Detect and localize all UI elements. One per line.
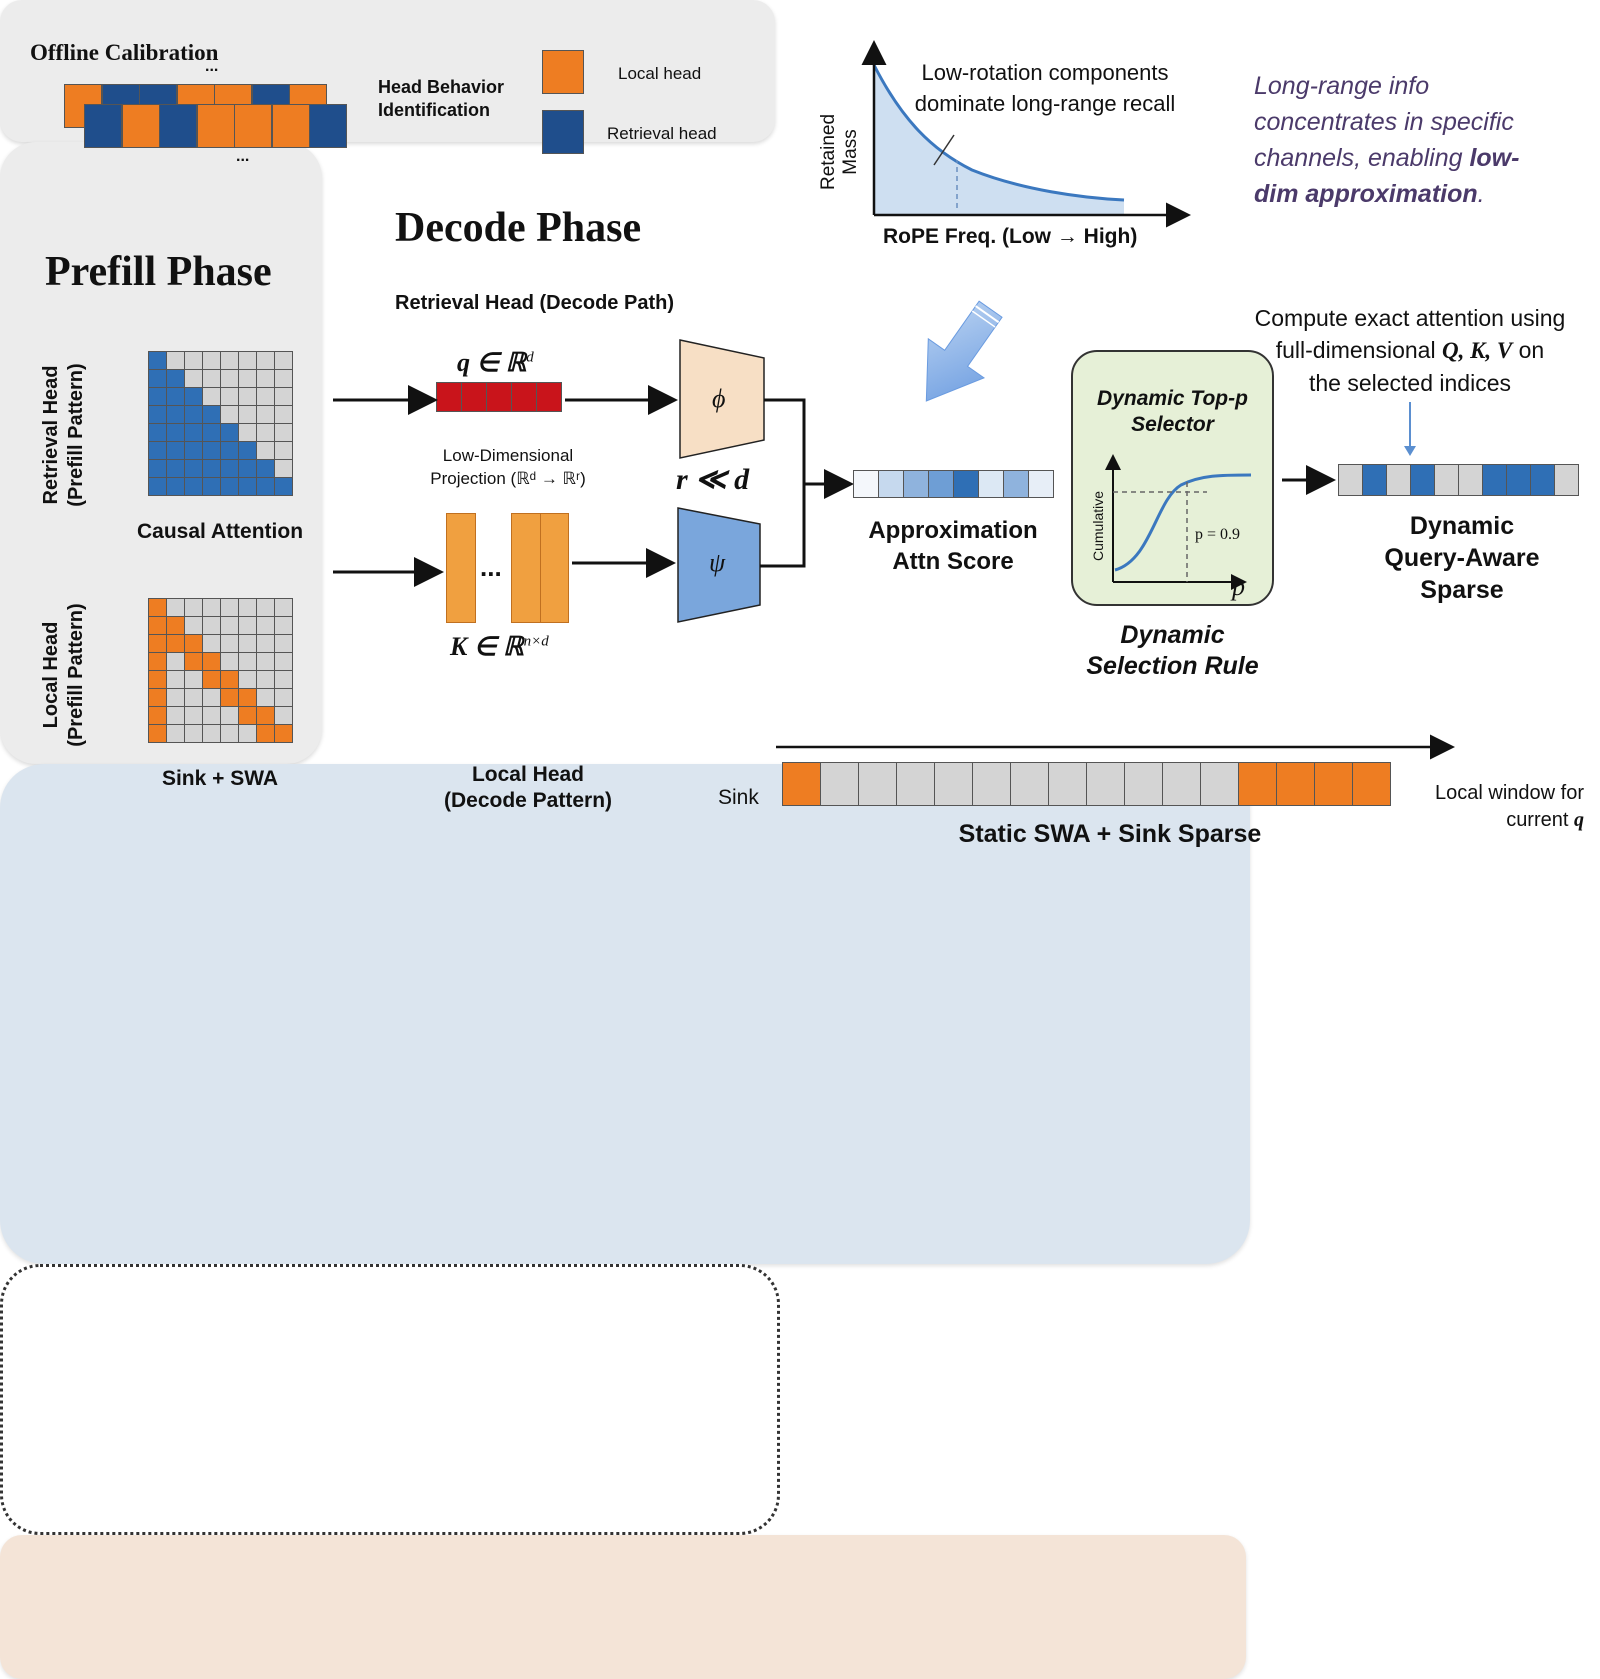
front-token-cell xyxy=(234,104,272,148)
front-token-cell xyxy=(84,104,122,148)
retrieval-head-legend-swatch xyxy=(542,110,584,154)
local-token-cell xyxy=(896,762,935,806)
approx-score-cell xyxy=(903,470,929,498)
insight-note: Long-range info concentrates in specific… xyxy=(1254,72,1520,208)
front-token-cell xyxy=(309,104,347,148)
offline-calibration-title: Offline Calibration xyxy=(30,40,219,65)
dots-top: ... xyxy=(205,58,219,75)
local-token-cell xyxy=(1162,762,1201,806)
front-token-cell xyxy=(196,104,235,148)
k-matrix-columns xyxy=(511,513,569,623)
merge-lines xyxy=(760,398,806,568)
causal-attention-grid xyxy=(148,351,293,497)
sparse-cell xyxy=(1530,464,1555,496)
local-token-cell xyxy=(1010,762,1049,806)
prefill-phase-title: Prefill Phase xyxy=(45,249,272,295)
sparse-cell xyxy=(1434,464,1459,496)
top-p-selector-title: Dynamic Top-p Selector xyxy=(1097,387,1248,436)
approx-score-cell xyxy=(1028,470,1054,498)
dynamic-sparse-vector xyxy=(1338,464,1579,496)
approx-score-vector xyxy=(853,470,1054,498)
causal-attention-label: Causal Attention xyxy=(136,520,304,543)
selector-xlabel: p xyxy=(1232,572,1245,601)
approx-score-cell xyxy=(853,470,879,498)
swa-cell xyxy=(274,724,293,743)
sparse-cell xyxy=(1458,464,1483,496)
selector-p-value: p = 0.9 xyxy=(1195,526,1241,543)
r-much-less-d: r ≪ d xyxy=(676,463,750,496)
compute-exact-text: Compute exact attention using full-dimen… xyxy=(1254,305,1566,396)
local-token-cell xyxy=(1200,762,1239,806)
sink-swa-grid xyxy=(148,598,293,744)
local-head-legend-swatch xyxy=(542,50,584,94)
sparse-cell xyxy=(1386,464,1411,496)
top-p-selector-box xyxy=(1071,350,1274,606)
rope-ylabel: Retained Mass xyxy=(818,113,861,191)
sparse-cell xyxy=(1554,464,1579,496)
local-token-cell xyxy=(782,762,821,806)
retrieval-head-legend-label: Retrieval head xyxy=(607,124,717,143)
local-window-label: Local window for current q xyxy=(1435,782,1584,831)
sparse-cell xyxy=(1362,464,1387,496)
q-cell xyxy=(536,382,562,412)
static-swa-label: Static SWA + Sink Sparse xyxy=(958,820,1262,848)
dynamic-sparse-label: Dynamic Query-Aware Sparse xyxy=(1384,512,1540,604)
local-token-cell xyxy=(1048,762,1087,806)
local-token-cell xyxy=(820,762,859,806)
k-matrix-column xyxy=(446,513,476,623)
psi-projector xyxy=(677,507,761,623)
approx-score-cell xyxy=(978,470,1004,498)
decode-phase-title: Decode Phase xyxy=(395,205,642,251)
sparse-cell xyxy=(1506,464,1531,496)
sparse-cell xyxy=(1410,464,1435,496)
local-token-cell xyxy=(858,762,897,806)
approx-score-cell xyxy=(953,470,979,498)
local-token-cell xyxy=(1352,762,1391,806)
approx-score-cell xyxy=(1003,470,1029,498)
local-token-cell xyxy=(1086,762,1125,806)
sparse-cell xyxy=(1338,464,1363,496)
psi-symbol: ψ xyxy=(709,548,726,577)
projection-label: Low-Dimensional Projection (ℝᵈ → ℝʳ) xyxy=(430,446,586,488)
rope-annotation: Low-rotation components dominate long-ra… xyxy=(914,60,1176,116)
selector-ylabel: Cumulative xyxy=(1090,490,1106,562)
insight-arrow xyxy=(925,300,1003,402)
retrieval-path-label: Retrieval Head (Decode Path) xyxy=(395,292,674,314)
approx-score-cell xyxy=(928,470,954,498)
sparse-cell xyxy=(1482,464,1507,496)
local-token-cell xyxy=(1238,762,1277,806)
sink-label: Sink xyxy=(718,786,759,809)
k-matrix-label: K ∈ ℝn×d xyxy=(450,632,549,661)
rope-retained-mass-chart xyxy=(861,40,1191,228)
top-p-curve xyxy=(1105,454,1252,590)
rope-insight-panel xyxy=(0,1264,780,1535)
selection-rule-label: Dynamic Selection Rule xyxy=(1086,621,1259,680)
local-head-legend-label: Local head xyxy=(618,64,702,83)
local-token-cell xyxy=(934,762,973,806)
sink-swa-label: Sink + SWA xyxy=(161,767,279,790)
local-token-cell xyxy=(1124,762,1163,806)
q-vector-label: q ∈ ℝd xyxy=(457,348,534,377)
q-cell xyxy=(486,382,512,412)
phi-symbol: ϕ xyxy=(712,384,726,413)
approx-score-label: Approximation Attn Score xyxy=(868,517,1038,575)
head-behavior-label: Head Behavior Identification xyxy=(378,77,505,120)
decode-flow-svg xyxy=(333,300,1455,760)
local-window-vector xyxy=(782,762,1392,806)
local-token-cell xyxy=(1276,762,1315,806)
approx-score-cell xyxy=(878,470,904,498)
rope-xlabel: RoPE Freq. (Low → High) xyxy=(883,225,1138,248)
local-decode-panel xyxy=(0,1535,1246,1679)
causal-cell xyxy=(274,477,293,496)
front-token-cell xyxy=(159,104,197,148)
local-decode-label: Local Head (Decode Pattern) xyxy=(443,763,613,812)
phi-projector xyxy=(679,339,765,459)
q-vector xyxy=(436,382,562,412)
local-token-cell xyxy=(972,762,1011,806)
local-token-cell xyxy=(1314,762,1353,806)
k-dots: ... xyxy=(480,552,502,582)
dots-bottom: ... xyxy=(236,148,250,165)
